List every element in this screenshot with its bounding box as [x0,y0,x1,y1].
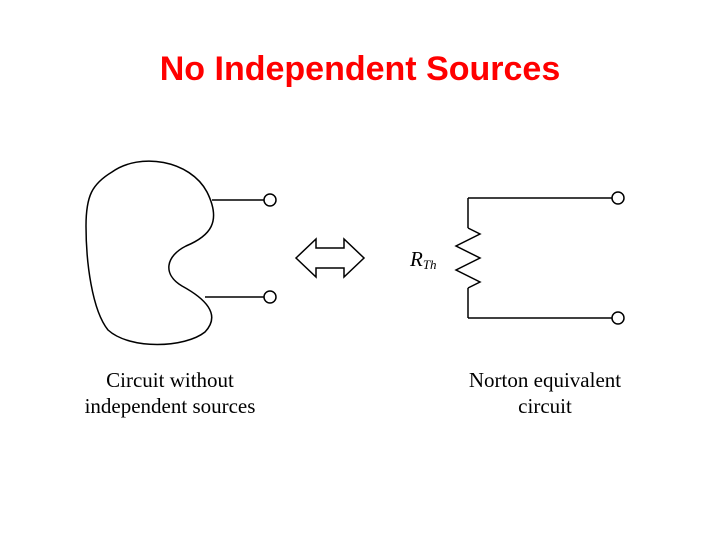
right-caption-line-1: Norton equivalent [468,368,622,392]
resistor-label-main: R [410,247,423,271]
right-caption-line-2: circuit [518,394,572,418]
equivalence-arrow [294,237,366,279]
slide-title: No Independent Sources [159,50,561,88]
right-top-terminal [611,191,625,205]
resistor-label: RTh [410,247,437,273]
resistor-label-subscript: Th [422,257,437,272]
left-caption-line-2: independent sources [84,394,256,418]
left-caption-line-1: Circuit without [106,368,234,392]
resistor-icon [454,227,482,289]
left-bottom-terminal [263,290,277,304]
left-top-terminal [263,193,277,207]
left-caption: Circuit without independent sources [55,367,285,419]
circuit-blob [85,160,215,346]
right-bottom-terminal [611,311,625,325]
right-caption: Norton equivalent circuit [430,367,660,419]
